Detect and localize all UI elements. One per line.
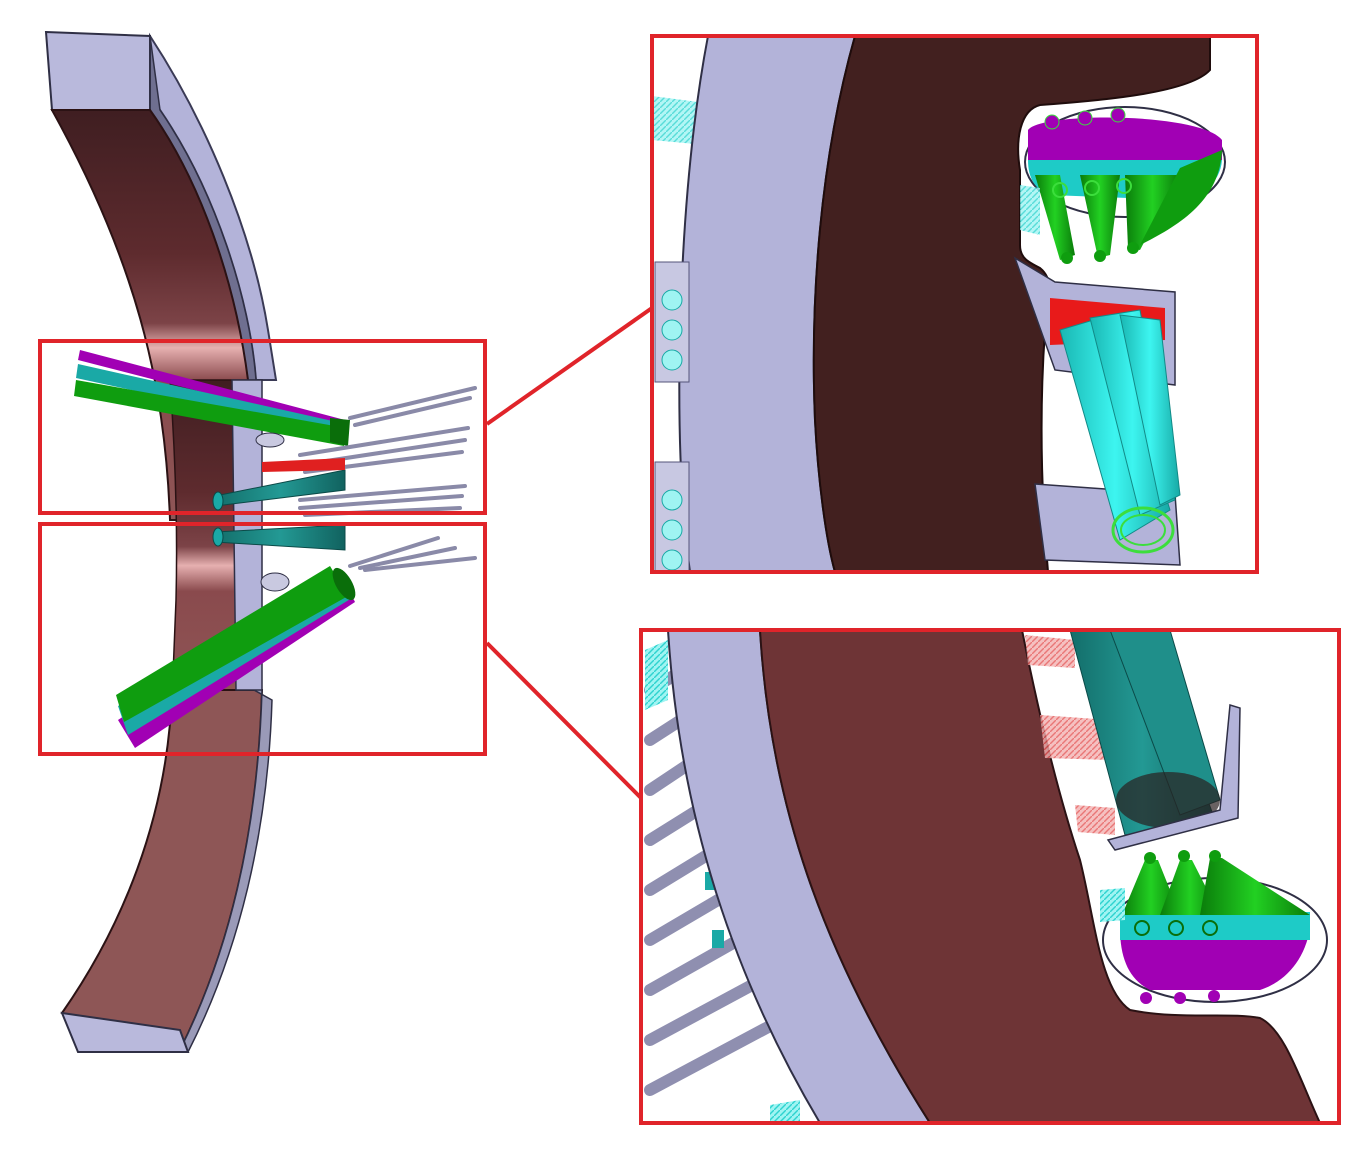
wall-bottom-cap: [60, 1011, 190, 1053]
zoom-lower-wall: [758, 630, 1322, 1123]
first-wall-lower: [60, 689, 264, 1052]
overview-panel: [38, 30, 487, 1053]
upper-diagnostic-rods: [298, 386, 477, 517]
connector-line-upper: [485, 306, 654, 426]
wall-top-cap: [44, 30, 151, 111]
zoom-upper-port-tubes: [654, 261, 690, 572]
zoom-upper-cyan-bundle: [1059, 309, 1181, 554]
connector-line-lower: [485, 641, 643, 800]
highlight-box-upper: [38, 339, 487, 515]
lower-diagnostic-rods: [348, 536, 477, 572]
zoom-lower-frame: [639, 628, 1341, 1125]
zoom-lower-panel: [641, 630, 1339, 1123]
middle-cyan-beams: [212, 458, 346, 551]
upper-beam-fan: [74, 350, 350, 446]
highlight-box-lower: [38, 522, 487, 756]
zoom-upper-wall: [812, 36, 1211, 572]
zoom-lower-teal-bundle: [1069, 630, 1221, 836]
zoom-lower-nozzle-cluster: [1102, 850, 1328, 1004]
lower-beam-fan: [116, 566, 356, 748]
port-window-lower: [260, 572, 290, 592]
zoom-upper-nozzle-cluster: [1024, 106, 1226, 264]
zoom-upper-frame: [650, 34, 1259, 574]
zoom-upper-panel: [652, 36, 1257, 572]
port-window-upper: [255, 432, 285, 448]
